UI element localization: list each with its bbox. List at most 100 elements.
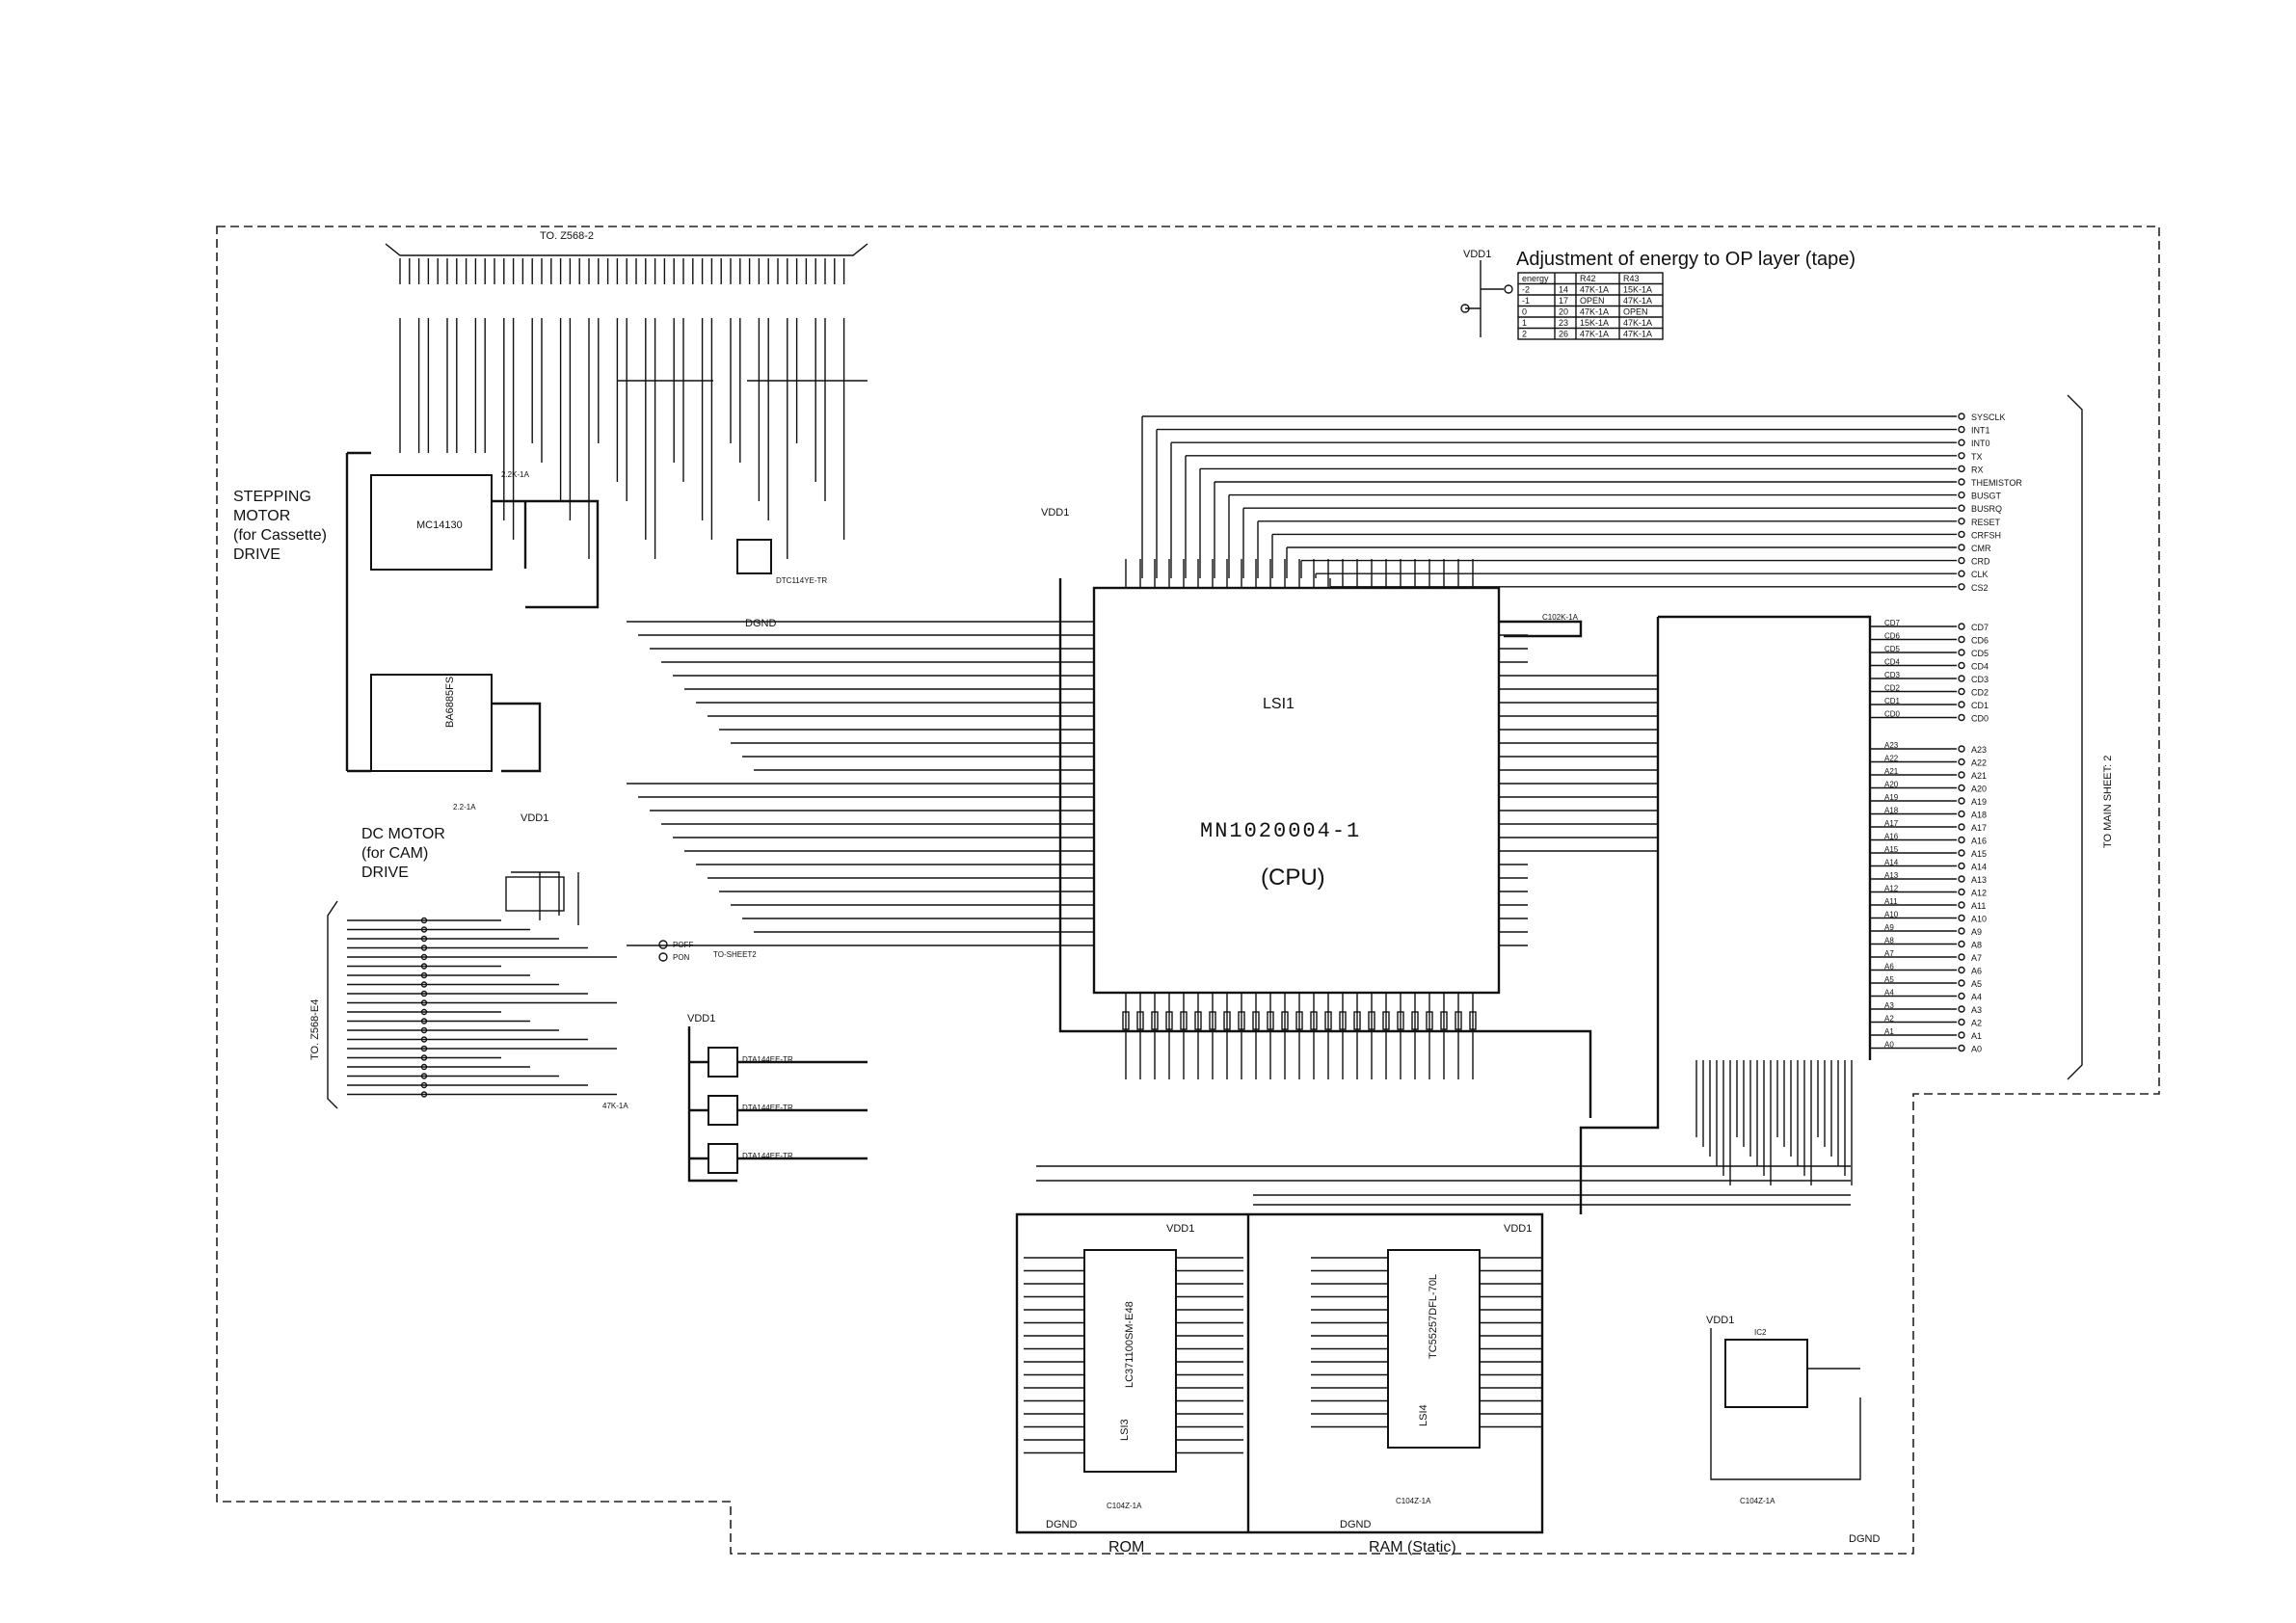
- signal-label: CD3: [1971, 675, 1989, 684]
- series-resistor: [1223, 1011, 1231, 1030]
- ic4-box: [370, 674, 493, 772]
- signal-label: CD7: [1971, 623, 1989, 632]
- stepping-motor-block: STEPPING MOTOR (for Cassette) DRIVE MC14…: [233, 451, 600, 812]
- dgnd-ram: DGND: [1340, 1519, 1371, 1530]
- data-bus-trunk-2: [1579, 617, 1660, 1214]
- q2-symbol: [707, 1047, 738, 1078]
- vdd1-ram: VDD1: [1504, 1223, 1532, 1235]
- signal-label: A1: [1971, 1031, 1982, 1041]
- bus-label: A0: [1884, 1041, 1894, 1050]
- signal-terminal: [1958, 1031, 1965, 1039]
- signal-label: A20: [1971, 785, 1987, 794]
- energy-table-header: R42: [1580, 274, 1596, 283]
- signal-terminal: [1958, 1018, 1965, 1026]
- signal-label: RX: [1971, 465, 1984, 474]
- signal-terminal: [1958, 570, 1965, 577]
- signal-terminal: [1958, 1005, 1965, 1013]
- signal-terminal: [1958, 758, 1965, 766]
- signal-label: A11: [1971, 901, 1986, 911]
- ic2-block: IC2 VDD1 C104Z-1A DGND: [1706, 1315, 1880, 1545]
- energy-table-cell: OPEN: [1580, 296, 1605, 306]
- bus-label: CD7: [1884, 619, 1901, 627]
- signal-label: BUSGT: [1971, 492, 2002, 501]
- lsi3-box: [1083, 1249, 1177, 1473]
- energy-table-cell: 1: [1522, 318, 1527, 328]
- signal-label: CRD: [1971, 557, 1990, 567]
- signal-label: A4: [1971, 993, 1982, 1002]
- q4-label: DTA144EE-TR: [742, 1152, 793, 1160]
- ic2-box: [1724, 1339, 1808, 1408]
- bus-label: A18: [1884, 807, 1899, 815]
- signal-terminal: [1958, 966, 1965, 974]
- bus-label: A12: [1884, 885, 1899, 893]
- series-resistor: [1136, 1011, 1144, 1030]
- top-connector-label: TO. Z568-2: [540, 230, 594, 242]
- right-signal-labels: SYSCLKINT1INT0TXRXTHEMISTORBUSGTBUSRQRES…: [1884, 412, 2022, 1054]
- q1-label: DTC114YE-TR: [776, 576, 827, 585]
- signal-label: A19: [1971, 797, 1987, 807]
- energy-table-cell: 15K-1A: [1623, 285, 1652, 295]
- bus-label: A20: [1884, 781, 1899, 789]
- bus-wiring: [1036, 415, 1957, 1214]
- signal-label: INT0: [1971, 439, 1990, 448]
- signal-label: A22: [1971, 758, 1987, 768]
- energy-table-cell: 0: [1522, 307, 1527, 317]
- signal-terminal: [1958, 745, 1965, 753]
- signal-terminal: [1958, 556, 1965, 565]
- right-connector-label: TO MAIN SHEET: 2: [2102, 756, 2114, 848]
- signal-terminal: [1958, 862, 1965, 870]
- bus-label: A3: [1884, 1001, 1894, 1010]
- series-resistor: [1426, 1011, 1433, 1030]
- signal-terminal: [1958, 623, 1965, 630]
- signal-terminal: [1958, 979, 1965, 987]
- signal-terminal: [1958, 635, 1965, 644]
- cpu-box: [1092, 586, 1501, 995]
- energy-table-cell: 47K-1A: [1580, 285, 1609, 295]
- signal-label: CD2: [1971, 688, 1989, 698]
- stepping-label-3: (for Cassette): [233, 527, 327, 544]
- signal-label: A6: [1971, 967, 1982, 976]
- series-resistor: [1440, 1011, 1448, 1030]
- series-resistor: [1397, 1011, 1404, 1030]
- bus-label: A22: [1884, 755, 1899, 763]
- signal-terminal: [1958, 491, 1965, 499]
- q1-symbol: [736, 539, 772, 574]
- left-connector-label: TO. Z568-E4: [309, 999, 321, 1060]
- series-resistor: [1165, 1011, 1173, 1030]
- left-connector: TO. Z568-E4 POFF PON TO-SHEET2 47K-1A: [309, 871, 757, 1110]
- c102k-label: C102K-1A: [1542, 613, 1579, 622]
- energy-table-cell: 14: [1559, 285, 1568, 295]
- q4-symbol: [707, 1143, 738, 1174]
- stepping-label-2: MOTOR: [233, 508, 290, 524]
- series-resistor: [1455, 1011, 1462, 1030]
- series-resistor: [1339, 1011, 1347, 1030]
- rn4-box: [505, 876, 565, 912]
- bus-label: A8: [1884, 937, 1894, 945]
- top-connector: TO. Z568-2: [385, 230, 868, 559]
- rom-label: ROM: [1108, 1539, 1144, 1556]
- energy-table-cell: -2: [1522, 285, 1530, 295]
- to-sheet2-label: TO-SHEET2: [713, 950, 757, 959]
- rn4-network: [511, 871, 579, 925]
- energy-table-cell: 17: [1559, 296, 1568, 306]
- signal-label: CD4: [1971, 662, 1989, 672]
- pon-label: PON: [673, 953, 690, 962]
- signal-terminal: [1958, 465, 1965, 473]
- signal-terminal: [1958, 875, 1965, 883]
- dgnd-rom: DGND: [1046, 1519, 1077, 1530]
- memory-bus: [1036, 1165, 1851, 1206]
- bus-label: A6: [1884, 963, 1894, 971]
- signal-terminal: [1958, 701, 1965, 708]
- dc-label-1: DC MOTOR: [361, 826, 445, 842]
- energy-table: Adjustment of energy to OP layer (tape) …: [1460, 249, 1855, 340]
- signal-terminal: [1958, 836, 1965, 844]
- energy-table-cell: 23: [1559, 318, 1568, 328]
- memory-block: LC371100SM-E48 LSI3 TC55257DFL-70L LSI4 …: [1015, 1212, 1544, 1556]
- signal-label: A10: [1971, 915, 1987, 924]
- signal-label: A18: [1971, 811, 1987, 820]
- energy-table-cell: 15K-1A: [1580, 318, 1609, 328]
- signal-label: A13: [1971, 875, 1987, 885]
- signal-label: SYSCLK: [1971, 412, 2006, 422]
- signal-label: A14: [1971, 863, 1987, 872]
